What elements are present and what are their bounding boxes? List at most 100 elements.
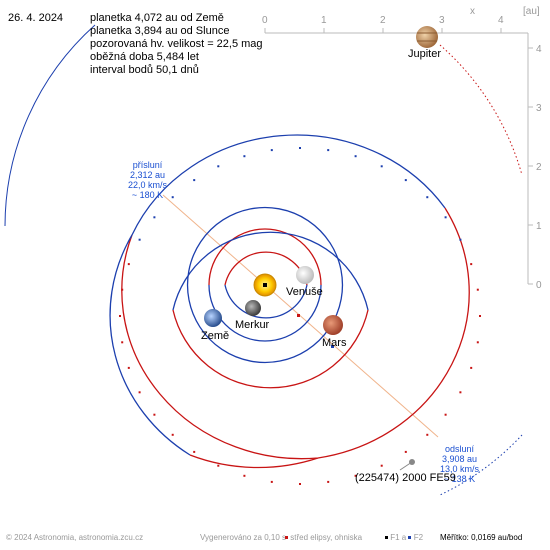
info-line: planetka 3,894 au od Slunce <box>90 25 230 37</box>
orbit-point <box>459 238 462 241</box>
info-line: interval bodů 50,1 dnů <box>90 64 199 76</box>
y-tick-label: 2 <box>536 162 542 173</box>
legend-f1-swatch <box>385 536 388 540</box>
orbit-point <box>476 341 479 344</box>
legend-foci: F1 a F2 <box>385 533 423 542</box>
legend-f2-swatch <box>408 536 412 540</box>
aphelion-temp: ~ 138 K <box>443 474 476 484</box>
earth-planet <box>204 309 222 327</box>
venus-planet <box>296 266 314 284</box>
orbit-point <box>444 216 447 219</box>
orbit-point <box>270 480 273 483</box>
earth-orbit <box>186 206 342 301</box>
venus-orbit <box>208 228 322 286</box>
mercury-planet <box>245 300 261 316</box>
orbit-point <box>153 216 156 219</box>
asteroid-orbit <box>109 134 470 469</box>
mars-label: Mars <box>322 337 347 349</box>
legend-center: střed elipsy, ohniska <box>285 533 362 542</box>
axes: 0 1 2 3 x 4 [au] 4 3 2 1 0 <box>262 6 542 291</box>
orbit-point <box>426 433 429 436</box>
earth-label: Země <box>201 330 230 342</box>
mars-orbit <box>172 309 369 389</box>
x-tick-label: 3 <box>439 15 445 26</box>
inner-orbits <box>172 206 369 389</box>
asteroid-label: (225474) 2000 FE59 <box>355 472 456 484</box>
orbit-point <box>153 413 156 416</box>
orbit-point <box>299 147 301 149</box>
scale-text: Měřítko: 0,0169 au/bod <box>440 533 523 542</box>
y-tick-label: 0 <box>536 280 542 291</box>
orbit-point <box>479 315 481 317</box>
orbit-point <box>243 474 246 477</box>
x-tick-label: 2 <box>380 15 386 26</box>
orbit-point <box>127 263 130 266</box>
mercury-orbit <box>224 284 308 319</box>
orbit-point <box>171 433 174 436</box>
orbit-point <box>404 179 407 182</box>
x-axis-name: x <box>470 6 475 17</box>
ellipse-center-marker <box>297 314 300 317</box>
orbit-point <box>138 238 141 241</box>
x-tick-label: 0 <box>262 15 268 26</box>
orbit-point <box>327 480 330 483</box>
mars-orbit <box>172 231 369 311</box>
orbit-point <box>299 483 301 485</box>
jupiter-bands <box>417 32 437 42</box>
orbit-point <box>380 464 383 467</box>
aphelion-label: odsluní 3,908 au 13,0 km/s ~ 138 K <box>440 444 479 484</box>
perihelion-label: přísluní 2,312 au 22,0 km/s ~ 180 K <box>128 160 167 200</box>
axis-unit: [au] <box>523 6 540 17</box>
orbit-point <box>380 165 383 168</box>
aphelion-title: odsluní <box>444 444 475 454</box>
asteroid-pointer <box>399 461 413 471</box>
orbit-point <box>119 315 121 317</box>
info-line: planetka 4,072 au od Země <box>90 12 224 24</box>
orbit-point <box>138 391 141 394</box>
orbit-point <box>121 341 124 344</box>
info-line: pozorovaná hv. velikost = 22,5 mag <box>90 38 263 50</box>
asteroid-orbit-points <box>119 147 481 485</box>
jupiter-planet <box>416 26 438 48</box>
perihelion-speed: 22,0 km/s <box>128 180 168 190</box>
orbit-point <box>193 450 196 453</box>
orbit-point <box>404 450 407 453</box>
orbit-point <box>193 179 196 182</box>
orbit-point <box>127 366 130 369</box>
orbit-point <box>470 263 473 266</box>
sun <box>253 273 277 297</box>
orbit-point <box>270 149 273 152</box>
mercury-label: Merkur <box>235 319 270 331</box>
info-line: oběžná doba 5,484 let <box>90 51 199 63</box>
orbit-point <box>354 474 357 477</box>
orbit-point <box>444 413 447 416</box>
orbit-point <box>470 366 473 369</box>
orbit-point <box>217 165 220 168</box>
aphelion-speed: 13,0 km/s <box>440 464 480 474</box>
orbit-point <box>327 149 330 152</box>
legend-f2-text: F2 <box>413 533 424 542</box>
mars-planet <box>323 315 343 335</box>
legend-center-swatch <box>285 536 288 540</box>
orbit-point <box>459 391 462 394</box>
focus-f2-marker <box>331 345 334 348</box>
orbit-point <box>476 288 479 291</box>
perihelion-temp: ~ 180 K <box>131 190 164 200</box>
aphelion-distance: 3,908 au <box>441 454 478 464</box>
venus-label: Venuše <box>286 286 323 298</box>
perihelion-distance: 2,312 au <box>129 170 166 180</box>
orbit-point <box>426 196 429 199</box>
legend-center-text: střed elipsy, ohniska <box>290 533 363 542</box>
generated-text: Vygenerováno za 0,10 s <box>200 533 286 542</box>
perihelion-title: přísluní <box>132 160 163 170</box>
copyright-text: © 2024 Astronomia, astronomia.zcu.cz <box>6 533 144 542</box>
legend-f1-text: F1 a <box>390 533 407 542</box>
orbit-point <box>171 196 174 199</box>
orbit-point <box>243 155 246 158</box>
orbit-point <box>217 464 220 467</box>
jupiter-label: Jupiter <box>408 48 442 60</box>
x-tick-label: 4 <box>498 15 504 26</box>
x-tick-label: 1 <box>321 15 327 26</box>
jupiter-orbit <box>4 24 523 496</box>
